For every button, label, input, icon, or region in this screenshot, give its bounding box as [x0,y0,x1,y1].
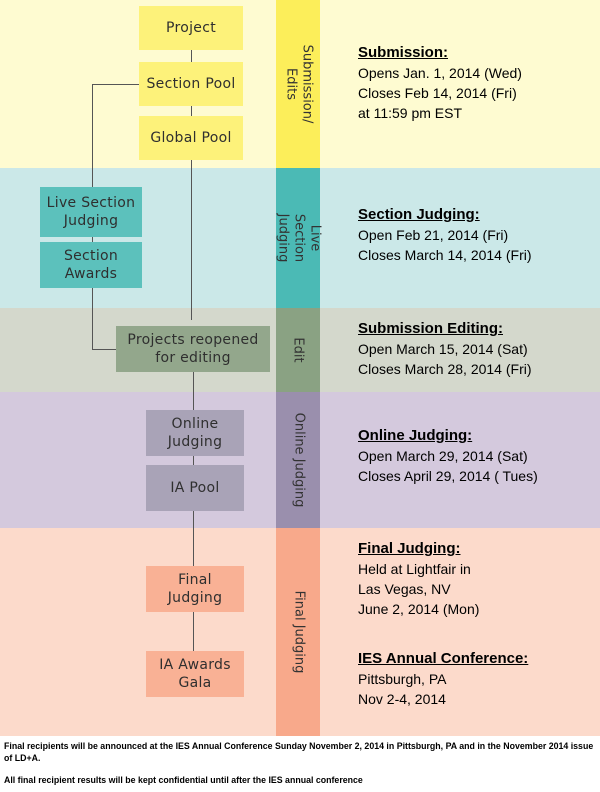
tab-final-judging: Final Judging [276,528,320,736]
section-pool-label: Section Pool [146,76,236,92]
section-judging-line: Closes March 14, 2014 (Fri) [358,247,532,263]
submission-line: Closes Feb 14, 2014 (Fri) [358,85,517,101]
final-judging-line: June 2, 2014 (Mon) [358,601,480,617]
submission-line: at 11:59 pm EST [358,105,463,121]
tab-online-judging: Online Judging [276,392,320,528]
global-pool-label: Global Pool [150,130,232,146]
submission-editing-heading: Submission Editing: [358,320,503,337]
submission-heading: Submission: [358,44,449,61]
projects-reopened-box: Projects reopened for editing [116,326,270,372]
footer-note-confidential: All final recipient results will be kept… [4,775,363,785]
online-judging-line: Closes April 29, 2014 ( Tues) [358,468,538,484]
tab-submission-edits: Submission/ Edits [276,0,320,168]
connector-main-vertical [191,50,192,320]
online-judging-line: Open March 29, 2014 (Sat) [358,448,528,464]
tab-edit-label: Edit [291,337,306,363]
connector-section-pool-branch [92,84,139,85]
conference-info: IES Annual Conference: Pittsburgh, PA No… [358,649,598,709]
section-pool-box: Section Pool [139,62,243,106]
final-judging-line: Las Vegas, NV [358,581,451,597]
ia-awards-gala-label: IA Awards Gala [159,657,231,691]
online-judging-box: Online Judging [146,410,244,456]
tab-edit: Edit [276,308,320,392]
online-judging-label: Online Judging [167,416,223,450]
project-box: Project [139,6,243,50]
submission-line: Opens Jan. 1, 2014 (Wed) [358,65,522,81]
submission-editing-line: Open March 15, 2014 (Sat) [358,341,528,357]
projects-reopened-label: Projects reopened for editing [127,332,259,366]
section-awards-box: Section Awards [40,242,142,288]
ia-awards-gala-box: IA Awards Gala [146,651,244,697]
tab-final-judging-label: Final Judging [291,590,306,674]
tab-online-judging-label: Online Judging [291,412,306,508]
ia-pool-label: IA Pool [170,480,220,496]
final-judging-label: Final Judging [167,572,223,606]
ia-pool-box: IA Pool [146,465,244,511]
footer-note-announcement: Final recipients will be announced at th… [4,741,594,763]
section-judging-info: Section Judging: Open Feb 21, 2014 (Fri)… [358,205,598,265]
submission-editing-info: Submission Editing: Open March 15, 2014 … [358,319,598,379]
section-awards-label: Section Awards [63,248,119,282]
conference-line: Pittsburgh, PA [358,671,447,687]
online-judging-heading: Online Judging: [358,427,473,444]
submission-editing-line: Closes March 28, 2014 (Fri) [358,361,532,377]
tab-submission-edits-label: Submission/ Edits [283,44,314,124]
tab-live-section-judging: Live Section Judging [275,168,322,308]
final-judging-box: Final Judging [146,566,244,612]
project-label: Project [166,20,216,36]
final-judging-line: Held at Lightfair in [358,561,471,577]
connector-to-projects-reopened [92,349,116,350]
connector-lower-vertical [193,368,194,670]
section-judging-line: Open Feb 21, 2014 (Fri) [358,227,509,243]
final-judging-heading: Final Judging: [358,540,461,557]
online-judging-info: Online Judging: Open March 29, 2014 (Sat… [358,426,598,486]
tab-live-section-judging-label: Live Section Judging [275,213,322,263]
global-pool-box: Global Pool [139,116,243,160]
conference-heading: IES Annual Conference: [358,650,529,667]
section-judging-heading: Section Judging: [358,206,480,223]
conference-line: Nov 2-4, 2014 [358,691,446,707]
submission-info: Submission: Opens Jan. 1, 2014 (Wed) Clo… [358,43,598,123]
live-section-judging-box: Live Section Judging [40,187,142,237]
live-section-judging-label: Live Section Judging [46,195,136,229]
final-judging-info: Final Judging: Held at Lightfair in Las … [358,539,598,619]
